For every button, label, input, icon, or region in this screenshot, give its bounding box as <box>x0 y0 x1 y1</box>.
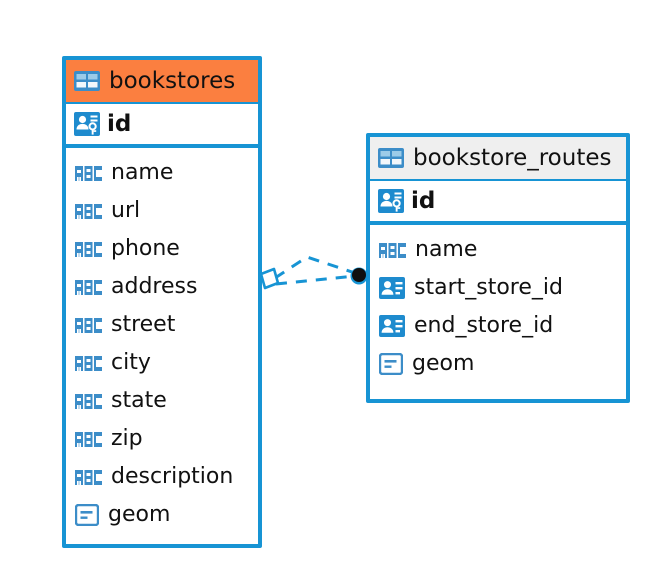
text-type-icon <box>75 355 102 371</box>
field-label: description <box>111 464 234 489</box>
primary-key-row-bookstores[interactable]: id <box>66 104 258 148</box>
text-type-icon <box>75 469 102 485</box>
filled-circle-marker <box>350 267 368 285</box>
field-row[interactable]: geom <box>66 496 258 534</box>
foreign-key-icon <box>379 315 405 337</box>
table-icon <box>74 71 100 91</box>
field-label: street <box>111 312 176 337</box>
field-label: state <box>111 388 167 413</box>
text-type-icon <box>75 279 102 295</box>
text-type-icon <box>75 393 102 409</box>
field-row[interactable]: start_store_id <box>370 269 626 307</box>
relationship-line-lower <box>275 274 356 286</box>
text-type-icon <box>75 431 102 447</box>
field-label: city <box>111 350 151 375</box>
entity-table-bookstores[interactable]: bookstores id <box>62 56 262 548</box>
field-row[interactable]: address <box>66 268 258 306</box>
primary-key-icon <box>74 111 100 137</box>
field-list-bookstores: name url <box>66 148 258 538</box>
field-row[interactable]: name <box>370 231 626 269</box>
text-type-icon <box>75 165 102 181</box>
primary-key-icon <box>378 188 404 214</box>
field-label: url <box>111 198 141 223</box>
field-label: phone <box>111 236 180 261</box>
diamond-marker <box>259 267 280 290</box>
entity-table-bookstore-routes[interactable]: bookstore_routes id <box>366 133 630 403</box>
field-label: end_store_id <box>414 313 554 338</box>
text-type-icon <box>379 242 406 258</box>
text-type-icon <box>75 241 102 257</box>
field-label: start_store_id <box>414 275 563 300</box>
geometry-type-icon <box>74 503 100 527</box>
primary-key-label: id <box>411 187 436 214</box>
entity-header-bookstores[interactable]: bookstores <box>66 60 258 104</box>
field-row[interactable]: state <box>66 382 258 420</box>
field-label: geom <box>108 502 171 527</box>
field-row[interactable]: end_store_id <box>370 307 626 345</box>
field-row[interactable]: phone <box>66 230 258 268</box>
field-label: address <box>111 274 198 299</box>
text-type-icon <box>75 317 102 333</box>
field-label: name <box>415 237 478 262</box>
entity-title: bookstore_routes <box>413 144 612 171</box>
relationship-line-upper <box>274 255 356 280</box>
field-row[interactable]: url <box>66 192 258 230</box>
primary-key-row-bookstore-routes[interactable]: id <box>370 181 626 225</box>
field-row[interactable]: city <box>66 344 258 382</box>
field-label: geom <box>412 351 475 376</box>
primary-key-label: id <box>107 110 132 137</box>
text-type-icon <box>75 203 102 219</box>
table-icon <box>378 148 404 168</box>
entity-header-bookstore-routes[interactable]: bookstore_routes <box>370 137 626 181</box>
field-row[interactable]: zip <box>66 420 258 458</box>
geometry-type-icon <box>378 352 404 376</box>
field-row[interactable]: street <box>66 306 258 344</box>
field-row[interactable]: description <box>66 458 258 496</box>
field-label: name <box>111 160 174 185</box>
field-row[interactable]: geom <box>370 345 626 383</box>
entity-title: bookstores <box>109 67 236 94</box>
field-list-bookstore-routes: name start_store_id <box>370 225 626 387</box>
field-label: zip <box>111 426 143 451</box>
foreign-key-icon <box>379 277 405 299</box>
field-row[interactable]: name <box>66 154 258 192</box>
